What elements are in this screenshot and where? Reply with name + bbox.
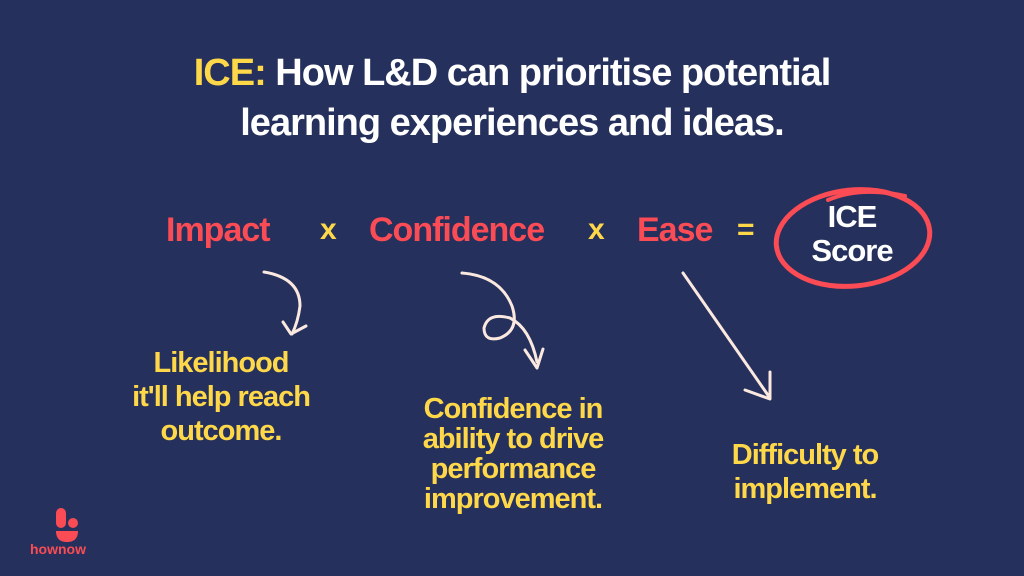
ice-score-line-2: Score — [811, 233, 893, 268]
arrow-impact-icon — [262, 270, 302, 336]
page-title: ICE: How L&D can prioritise potential le… — [0, 48, 1024, 148]
confidence-description-line: ability to drive — [422, 423, 605, 455]
logo-dot-icon — [68, 518, 78, 528]
title-line-1: ICE: How L&D can prioritise potential — [0, 48, 1024, 98]
arrow-ease-head-icon — [743, 370, 772, 401]
formula-multiply-1: x — [320, 213, 337, 246]
title-line-1-text: How L&D can prioritise potential — [265, 52, 831, 94]
ease-description-line: Difficulty to — [731, 439, 880, 471]
confidence-description-line: Confidence in — [423, 393, 604, 425]
title-accent: ICE: — [193, 52, 267, 94]
formula-impact: Impact — [166, 211, 271, 249]
ease-description-line: implement. — [733, 473, 877, 505]
formula-multiply-2: x — [588, 213, 605, 246]
score-circle-overlap — [826, 189, 907, 202]
formula-ease: Ease — [637, 211, 713, 249]
ice-score: ICE Score — [792, 200, 912, 268]
arrow-impact-head-icon — [281, 320, 308, 336]
ice-score-line-1: ICE — [827, 199, 878, 234]
logo-smile-icon — [56, 531, 78, 542]
confidence-description-line: performance — [430, 453, 597, 485]
confidence-description-line: improvement. — [423, 483, 603, 515]
confidence-description: Confidence in ability to drive performan… — [382, 394, 644, 514]
impact-description-line: Likelihood — [153, 347, 290, 379]
arrow-confidence-head-icon — [523, 347, 545, 370]
title-line-2: learning experiences and ideas. — [240, 102, 784, 144]
score-circle-icon — [773, 187, 933, 289]
logo-bar-icon — [56, 508, 66, 528]
brand-logo-text: hownow — [30, 541, 86, 557]
formula-equals: = — [737, 213, 755, 246]
impact-description: Likelihood it'll help reach outcome. — [96, 346, 346, 448]
formula-confidence: Confidence — [369, 211, 545, 249]
impact-description-line: it'll help reach — [132, 381, 311, 413]
arrow-confidence-icon — [460, 271, 539, 364]
impact-description-line: outcome. — [160, 415, 283, 447]
arrow-ease-icon — [681, 271, 772, 400]
ease-description: Difficulty to implement. — [700, 438, 910, 506]
